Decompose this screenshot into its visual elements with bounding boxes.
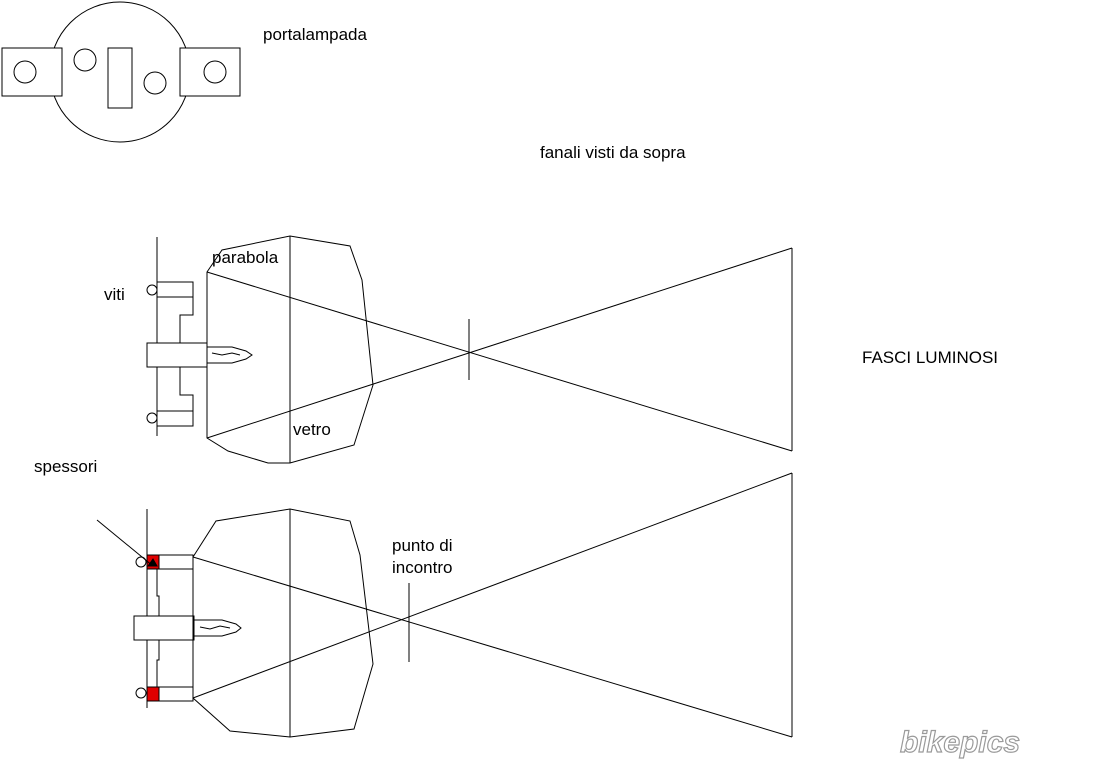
- housing-upper: [206, 235, 374, 464]
- label-shims: spessori: [34, 457, 97, 476]
- bracket-upper-top: [157, 281, 194, 298]
- bulb-socket-upper: [146, 342, 208, 368]
- socket-center-slot: [107, 47, 133, 109]
- bulb-lower: [194, 619, 242, 637]
- label-meeting-point-line1: punto di: [392, 536, 453, 555]
- bulb-upper: [207, 346, 253, 364]
- bracket-upper-bottom: [157, 410, 194, 427]
- filament-lower: [199, 625, 231, 630]
- socket-pin-right: [143, 71, 167, 95]
- socket-right-hole: [203, 60, 227, 84]
- socket-right-tab: [179, 47, 241, 97]
- beam-lower-a: [192, 556, 793, 738]
- socket-body: [49, 1, 191, 143]
- label-parabola: parabola: [212, 248, 279, 267]
- screw-upper-top: [146, 284, 158, 296]
- headlight-lower: [96, 472, 793, 738]
- label-socket: portalampada: [263, 25, 368, 44]
- label-top-view: fanali visti da sopra: [540, 143, 686, 162]
- screw-lower-bottom: [135, 687, 147, 699]
- connector-lower-top: [147, 568, 160, 616]
- watermark-logo: bikepics: [900, 726, 1020, 759]
- label-beams: FASCI LUMINOSI: [862, 348, 998, 367]
- lamp-socket: [1, 1, 241, 143]
- connector-outline-bottom: [179, 367, 194, 411]
- filament-upper: [211, 352, 241, 356]
- socket-pin-left: [73, 48, 97, 72]
- screw-upper-bottom: [146, 412, 158, 424]
- beam-upper-a: [206, 271, 793, 452]
- connector-lower-bottom: [147, 640, 160, 688]
- label-glass: vetro: [293, 420, 331, 439]
- beam-upper-b: [206, 247, 793, 439]
- socket-left-tab: [1, 47, 63, 97]
- headlight-upper: [146, 235, 793, 464]
- socket-left-hole: [13, 60, 37, 84]
- shim-bottom: [146, 686, 160, 702]
- label-screws: viti: [104, 285, 125, 304]
- connector-outline-top: [179, 297, 194, 343]
- beam-lower-b: [192, 472, 793, 699]
- label-meeting-point-line2: incontro: [392, 558, 452, 577]
- housing-lower: [192, 508, 374, 738]
- screw-lower-top: [135, 556, 147, 568]
- shim-pointer: [96, 519, 154, 567]
- bulb-socket-lower: [133, 615, 195, 641]
